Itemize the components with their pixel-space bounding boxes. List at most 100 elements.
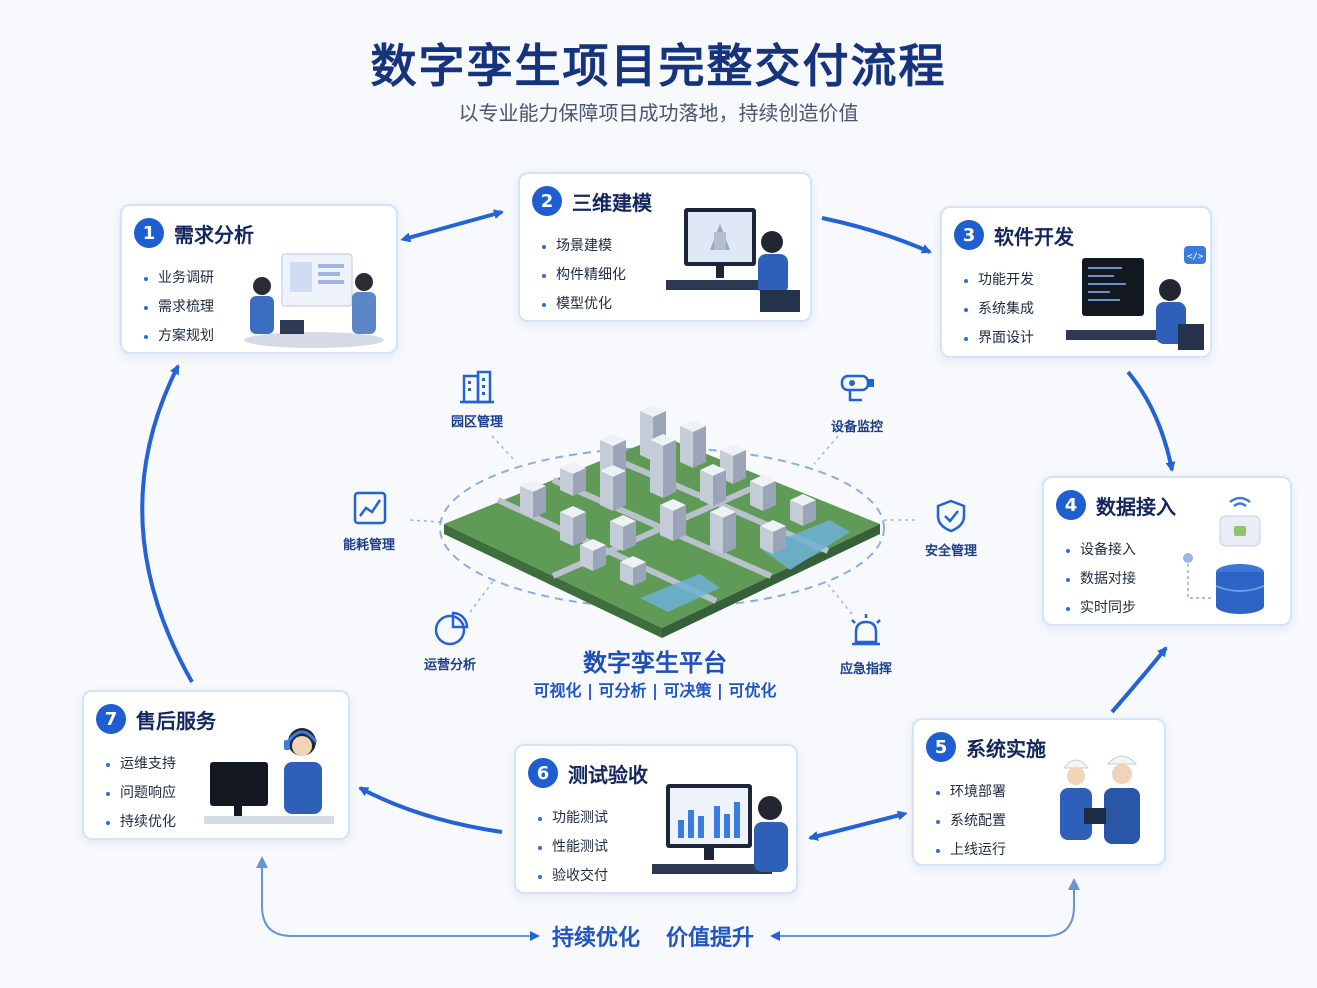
camera-icon <box>840 374 874 402</box>
step-number-badge: 2 <box>532 186 562 216</box>
step-item: 界面设计 <box>964 324 1034 353</box>
pie-chart-icon <box>434 611 469 646</box>
loop-left <box>256 856 540 941</box>
page-subtitle: 以专业能力保障项目成功落地，持续创造价值 <box>458 101 859 125</box>
city-building-face <box>573 468 586 496</box>
alarm-bell-icon <box>851 614 881 646</box>
step-card-4[interactable]: 4 数据接入 设备接入 数据对接 实时同步 <box>1042 476 1292 626</box>
step-card-2[interactable]: 2 三维建模 场景建模 构件精细化 模型优化 <box>518 172 812 322</box>
step-item: 持续优化 <box>106 808 176 837</box>
step-item: 运维支持 <box>106 750 176 779</box>
step-item: 构件精细化 <box>542 261 626 290</box>
step-item: 系统配置 <box>936 807 1006 836</box>
platform-subtitle: 可视化 | 可分析 | 可决策 | 可优化 <box>533 681 777 700</box>
step-number-badge: 4 <box>1056 490 1086 520</box>
city-building-face <box>533 486 546 518</box>
step-item: 方案规划 <box>144 322 214 351</box>
step-item: 验收交付 <box>538 862 608 891</box>
city-building-face <box>560 512 573 546</box>
step-title: 售后服务 <box>136 708 216 733</box>
city-building-face <box>680 426 693 468</box>
city-building-face <box>663 440 676 498</box>
module-label: 安全管理 <box>924 544 977 559</box>
module-label: 运营分析 <box>423 658 476 673</box>
arrow-5-4 <box>1110 646 1168 714</box>
module-label: 应急指挥 <box>839 662 892 677</box>
svg-text:</>: </> <box>1187 252 1204 262</box>
database-illustration <box>1183 496 1265 614</box>
city-building-face <box>580 545 593 571</box>
city-buildings <box>520 405 816 586</box>
city-building-face <box>610 521 623 551</box>
coding-illustration: </> <box>1066 246 1206 350</box>
city-building-face <box>623 521 636 551</box>
step-title: 系统实施 <box>966 736 1046 761</box>
city-building-face <box>633 562 646 586</box>
step-item: 环境部署 <box>936 778 1006 807</box>
arrow-6-7 <box>358 786 503 834</box>
city-building-face <box>660 505 673 541</box>
step-item: 性能测试 <box>538 833 608 862</box>
city-building-face <box>750 481 763 511</box>
step-title: 需求分析 <box>174 222 254 247</box>
city-building-face <box>790 500 803 526</box>
arrow-1-2 <box>400 209 504 243</box>
step-number-badge: 5 <box>926 732 956 762</box>
city-building-face <box>763 481 776 511</box>
arrow-3-4 <box>1126 370 1176 472</box>
step-item: 功能开发 <box>964 266 1034 295</box>
step-number-badge: 6 <box>528 758 558 788</box>
city-building-face <box>773 526 786 554</box>
step-item: 数据对接 <box>1066 565 1136 594</box>
city-building-face <box>573 512 586 546</box>
step-card-3[interactable]: 3 软件开发 功能开发 系统集成 界面设计 </> <box>940 206 1212 358</box>
platform-ring <box>439 447 885 609</box>
step-item: 系统集成 <box>964 295 1034 324</box>
city-building-face <box>803 500 816 526</box>
testing-illustration <box>652 784 788 874</box>
arrow-7-1 <box>140 364 194 683</box>
city-building-face <box>713 470 726 506</box>
shield-icon <box>936 499 966 533</box>
step-item: 模型优化 <box>542 290 626 319</box>
step-title: 软件开发 <box>994 224 1074 249</box>
step-item: 场景建模 <box>542 232 626 261</box>
step-item: 实时同步 <box>1066 594 1136 623</box>
step-item: 业务调研 <box>144 264 214 293</box>
city-building-face <box>760 526 773 554</box>
arrow-2-3 <box>821 216 932 254</box>
city-building-face <box>733 450 746 484</box>
arrow-5-6 <box>808 810 908 841</box>
step-item: 需求梳理 <box>144 293 214 322</box>
city-building-face <box>620 562 633 586</box>
step-title: 数据接入 <box>1096 494 1176 519</box>
city-building-face <box>593 545 606 571</box>
city-building-face <box>710 512 723 554</box>
city-building-face <box>640 411 653 461</box>
city-building-face <box>600 471 613 511</box>
loop-right <box>770 878 1080 941</box>
step-card-1[interactable]: 1 需求分析 业务调研 需求梳理 方案规划 <box>120 204 398 354</box>
step-item: 功能测试 <box>538 804 608 833</box>
step-number-badge: 7 <box>96 704 126 734</box>
module-label: 园区管理 <box>450 415 503 430</box>
city-building-face <box>613 471 626 511</box>
modeling-illustration <box>666 208 800 312</box>
city-building-face <box>700 470 713 506</box>
support-agent-illustration <box>204 728 334 824</box>
step-item: 设备接入 <box>1066 536 1136 565</box>
loop-label-left: 持续优化 <box>552 926 641 951</box>
building-icon <box>460 370 494 404</box>
module-label: 能耗管理 <box>342 538 395 553</box>
city-building-face <box>723 512 736 554</box>
step-title: 三维建模 <box>572 190 652 215</box>
loop-label-right: 价值提升 <box>666 926 755 951</box>
module-label: 设备监控 <box>830 420 883 435</box>
step-number-badge: 1 <box>134 218 164 248</box>
step-number-badge: 3 <box>954 220 984 250</box>
city-building-face <box>520 486 533 518</box>
engineers-illustration <box>1060 755 1140 844</box>
